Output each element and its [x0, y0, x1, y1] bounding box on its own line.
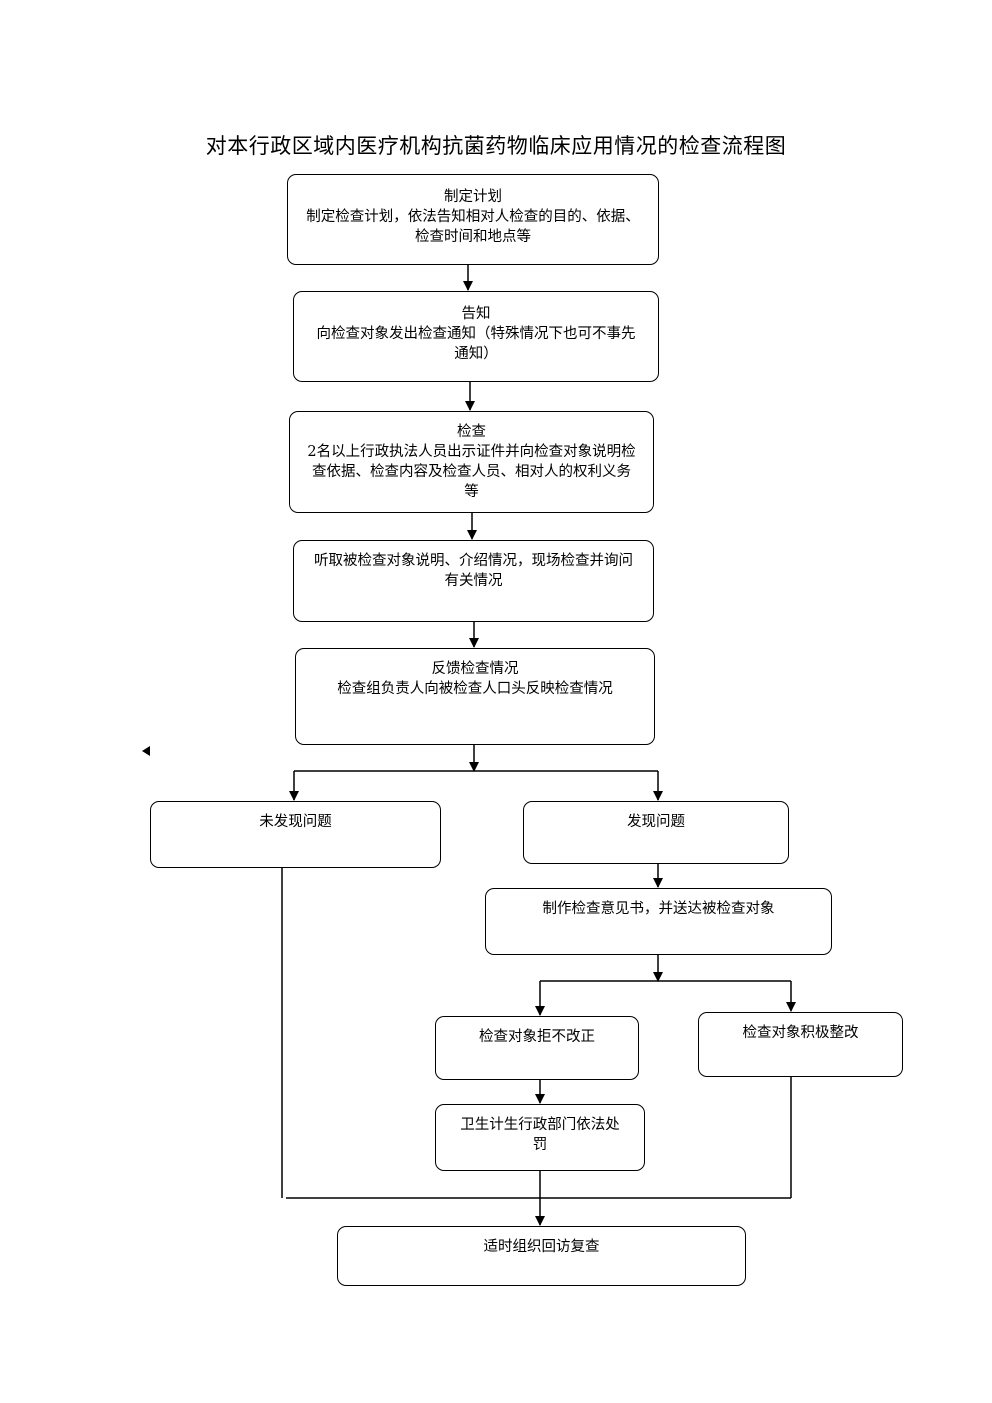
- step-refuse-text: 检查对象拒不改正: [479, 1029, 595, 1045]
- step-issue: 发现问题: [523, 801, 789, 864]
- step-listen-text: 听取被检查对象说明、介绍情况，现场检查并询问有关情况: [314, 553, 633, 589]
- step-opinion: 制作检查意见书，并送达被检查对象: [485, 888, 832, 955]
- step-plan-heading: 制定计划: [444, 189, 502, 205]
- step-inspect-text: 2名以上行政执法人员出示证件并向检查对象说明检查依据、检查内容及检查人员、相对人…: [307, 444, 636, 500]
- step-notify: 告知 向检查对象发出检查通知（特殊情况下也可不事先通知）: [293, 291, 659, 382]
- page-title: 对本行政区域内医疗机构抗菌药物临床应用情况的检查流程图: [205, 134, 787, 158]
- step-revisit-text: 适时组织回访复查: [483, 1239, 600, 1255]
- step-refuse: 检查对象拒不改正: [435, 1016, 639, 1080]
- step-opinion-text: 制作检查意见书，并送达被检查对象: [542, 901, 775, 917]
- step-revisit: 适时组织回访复查: [337, 1226, 746, 1286]
- step-active-text: 检查对象积极整改: [742, 1025, 859, 1041]
- step-no-issue: 未发现问题: [150, 801, 441, 868]
- step-inspect: 检查 2名以上行政执法人员出示证件并向检查对象说明检查依据、检查内容及检查人员、…: [289, 411, 654, 513]
- step-notify-heading: 告知: [461, 306, 491, 322]
- step-issue-text: 发现问题: [627, 814, 685, 830]
- step-active: 检查对象积极整改: [698, 1012, 903, 1077]
- step-penalty: 卫生计生行政部门依法处罚: [435, 1104, 645, 1171]
- step-plan: 制定计划 制定检查计划，依法告知相对人检查的目的、依据、检查时间和地点等: [287, 174, 659, 265]
- step-plan-text: 制定检查计划，依法告知相对人检查的目的、依据、检查时间和地点等: [306, 209, 640, 245]
- step-inspect-heading: 检查: [457, 424, 486, 440]
- step-penalty-text: 卫生计生行政部门依法处罚: [460, 1117, 620, 1153]
- step-feedback: 反馈检查情况 检查组负责人向被检查人口头反映检查情况: [295, 648, 655, 745]
- step-notify-text: 向检查对象发出检查通知（特殊情况下也可不事先通知）: [316, 326, 636, 362]
- step-listen: 听取被检查对象说明、介绍情况，现场检查并询问有关情况: [293, 540, 654, 622]
- step-feedback-heading: 反馈检查情况: [431, 661, 519, 677]
- step-no-issue-text: 未发现问题: [259, 814, 332, 830]
- step-feedback-text: 检查组负责人向被检查人口头反映检查情况: [337, 681, 613, 697]
- stray-arrowhead-mark: [142, 746, 150, 756]
